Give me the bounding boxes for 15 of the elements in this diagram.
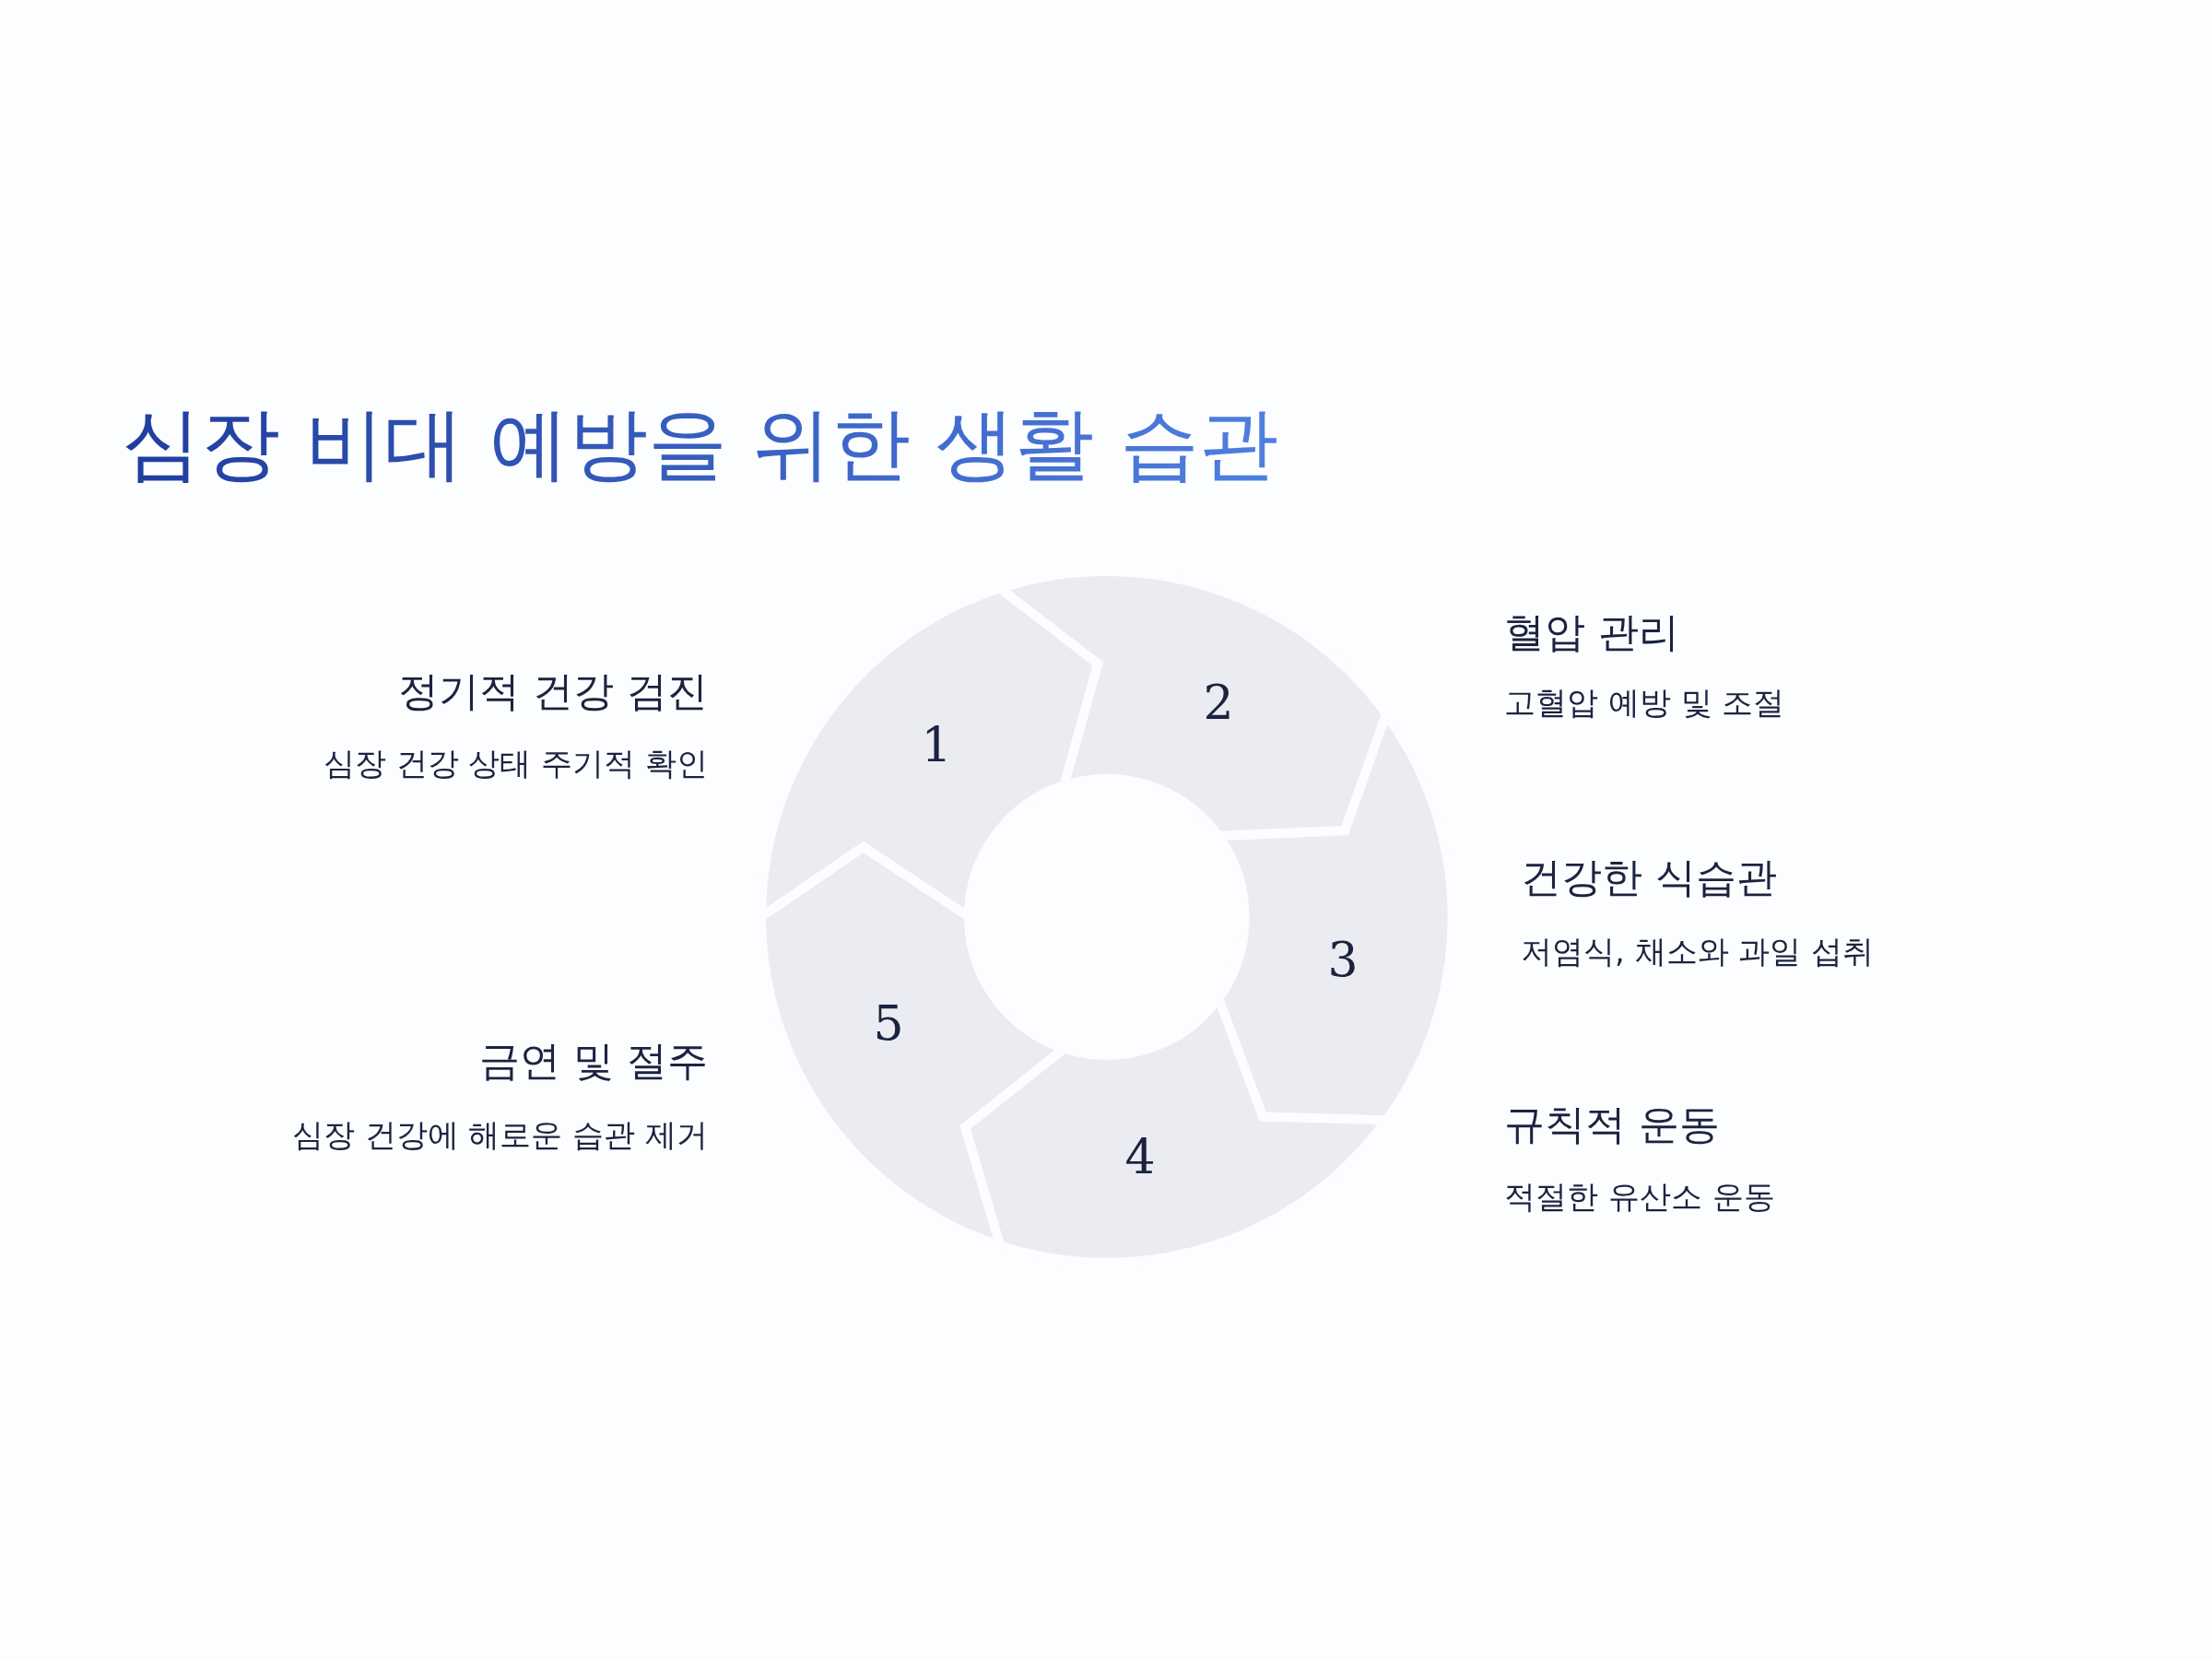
step-heading: 금연 및 절주 — [479, 1036, 708, 1086]
step-heading: 건강한 식습관 — [1521, 853, 1777, 902]
step-heading: 혈압 관리 — [1504, 607, 1679, 657]
step-description: 적절한 유산소 운동 — [1504, 1177, 1775, 1216]
step-description: 심장 건강 상태 주기적 확인 — [323, 744, 708, 782]
step-number: 1 — [921, 721, 952, 769]
step-number: 3 — [1327, 935, 1359, 983]
step-heading: 정기적 건강 검진 — [398, 666, 708, 716]
step-description: 저염식, 채소와 과일 섭취 — [1521, 932, 1875, 971]
step-heading: 규칙적 운동 — [1504, 1100, 1720, 1149]
step-number: 2 — [1203, 678, 1234, 726]
step-number: 5 — [873, 999, 904, 1047]
step-description: 심장 건강에 해로운 습관 제거 — [291, 1115, 708, 1154]
step-number: 4 — [1124, 1133, 1156, 1181]
step-description: 고혈압 예방 및 조절 — [1504, 683, 1785, 722]
